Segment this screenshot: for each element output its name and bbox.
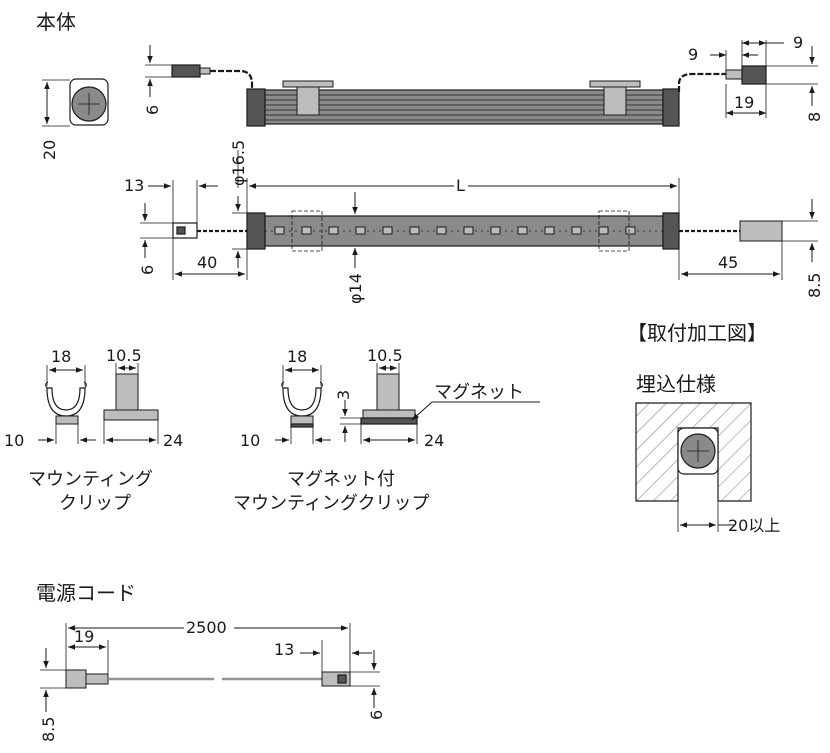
dim-cord-2500: 2500 (186, 618, 227, 637)
dim-conn-9b: 9 (793, 33, 803, 52)
dim-conn-19: 19 (734, 93, 754, 112)
dim-mclip-10-5: 10.5 (367, 346, 403, 365)
section-title-main-body: 本体 (36, 10, 76, 34)
dim-clip-18: 18 (51, 347, 71, 366)
magnet-mounting-clip: 18 10 10.5 3 24 マグネット マグネット付 マウンティングクリップ (233, 346, 540, 514)
plan-view: 13 L 6 40 φ14 45 8.5 (124, 176, 824, 304)
dim-lead-13: 13 (124, 176, 144, 195)
dim-cord-6: 6 (367, 710, 386, 720)
dim-plan-6: 6 (138, 265, 157, 275)
mag-clip-caption-line2: マウンティングクリップ (233, 493, 430, 514)
dim-body-height: 20 (40, 140, 59, 160)
dim-plan-45: 45 (718, 253, 738, 272)
dim-lead-6: 6 (143, 105, 162, 115)
dim-recess-20: 20以上 (728, 516, 780, 535)
magnet-label: マグネット (434, 382, 524, 403)
dim-clip-24: 24 (163, 431, 183, 450)
clip-caption-line1: マウンティング (28, 469, 153, 490)
dim-cord-8-5: 8.5 (39, 717, 58, 742)
section-title-recessed: 埋込仕様 (636, 372, 716, 396)
dim-cord-19: 19 (74, 627, 94, 646)
mounting-diagram: 【取付加工図】 埋込仕様 20以上 (627, 321, 780, 535)
dim-mclip-18: 18 (287, 347, 307, 366)
dim-plan-8-5: 8.5 (805, 273, 824, 298)
clip-caption-line2: クリップ (59, 493, 131, 514)
power-cord: 電源コード 2500 19 13 8.5 6 (36, 581, 386, 742)
dim-plan-40: 40 (197, 253, 217, 272)
mounting-clip: 18 10 10.5 24 マウンティング クリップ (4, 346, 183, 514)
dim-length-L: L (456, 176, 465, 195)
section-title-mounting: 【取付加工図】 (627, 321, 767, 345)
end-view: 20 (40, 78, 109, 160)
dim-clip-10: 10 (4, 431, 24, 450)
dim-conn-8: 8 (805, 112, 824, 122)
dim-conn-9a: 9 (688, 45, 698, 64)
dim-mclip-3: 3 (334, 390, 353, 400)
dim-cord-13: 13 (274, 640, 294, 659)
section-title-power-cord: 電源コード (36, 581, 136, 605)
dim-clip-10-5: 10.5 (106, 346, 142, 365)
side-view: 6 9 9 19 (143, 33, 824, 188)
mag-clip-caption-line1: マグネット付 (287, 469, 395, 490)
dim-mclip-24: 24 (424, 431, 444, 450)
dim-dia-14: φ14 (346, 273, 365, 304)
dim-dia-16-5: φ16.5 (229, 140, 248, 186)
dim-mclip-10: 10 (240, 431, 260, 450)
